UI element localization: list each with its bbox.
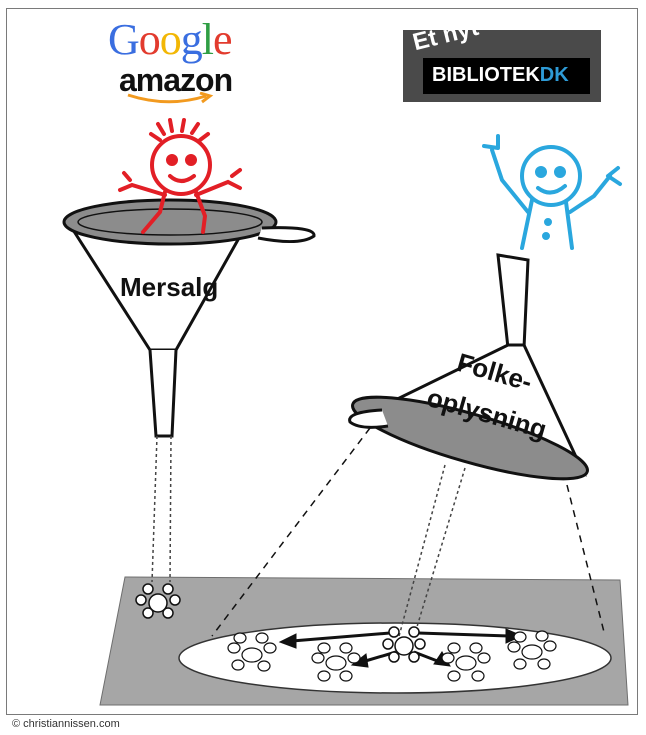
funnel-left-label: Mersalg [120, 272, 218, 303]
bibliotek-dk: DK [540, 64, 569, 86]
google-letter: g [181, 15, 202, 64]
google-logo: Google [108, 18, 232, 62]
blue-figure [484, 136, 620, 248]
amazon-smile-icon [124, 92, 216, 106]
google-letter: G [108, 15, 139, 64]
copyright: © christiannissen.com [12, 718, 120, 730]
google-letter: e [213, 15, 232, 64]
left-beam-1 [152, 436, 157, 582]
bibliotek-main: BIBLIOTEK [432, 64, 540, 86]
google-letter: l [202, 15, 213, 64]
left-funnel [64, 200, 314, 436]
bibliotek-wordmark: BIBLIOTEKDK [432, 64, 569, 87]
left-beam-2 [170, 436, 171, 582]
google-letter: o [139, 15, 160, 64]
google-letter: o [160, 15, 181, 64]
